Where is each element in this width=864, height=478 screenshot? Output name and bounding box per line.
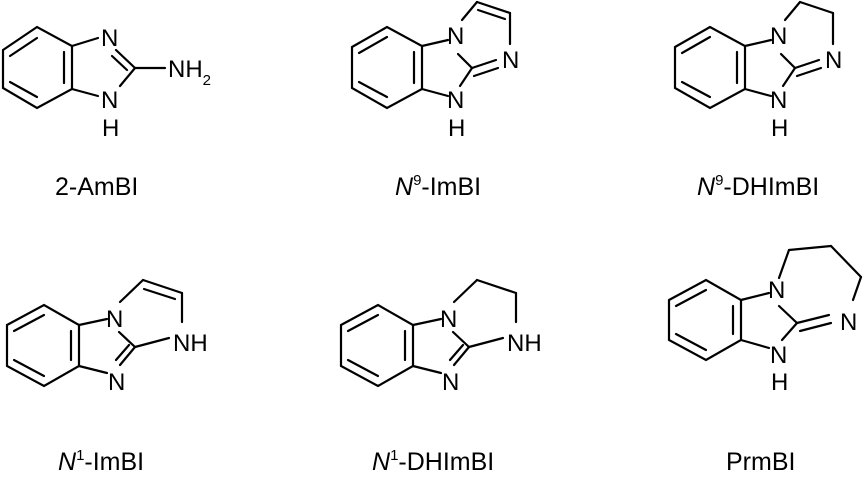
atom-n: N [440, 306, 457, 333]
atom-n: N [770, 87, 787, 114]
atom-n: N [770, 23, 787, 50]
compound-label-2-ambi: 2-AmBI [55, 173, 138, 201]
atom-nh: NH [507, 330, 542, 357]
atom-n: N [768, 277, 785, 304]
compound-label-n9-dhimbi: N9-DHImBI [697, 172, 819, 201]
atom-n: N [447, 87, 464, 114]
compound-label-n9-imbi: N9-ImBI [395, 172, 481, 201]
atom-h: H [448, 115, 465, 142]
atom-nh2: NH2 [168, 56, 211, 89]
structure-prmbi: N N N H [667, 244, 863, 396]
atom-n: N [825, 47, 842, 74]
atom-n: N [106, 306, 123, 333]
atom-n: N [108, 369, 125, 396]
atom-nh: NH [173, 330, 208, 357]
compound-label-prmbi: PrmBI [726, 448, 795, 476]
atom-n: N [840, 309, 857, 336]
atom-n: N [101, 87, 118, 114]
atom-n: N [447, 23, 464, 50]
compound-label-n1-imbi: N1-ImBI [58, 447, 144, 476]
structure-n9-imbi: N N N H [350, 0, 519, 142]
atom-h: H [771, 115, 788, 142]
atom-h: H [102, 115, 119, 142]
structure-n1-dhimbi: N NH N [339, 278, 542, 396]
atom-h: H [771, 369, 788, 396]
structure-n9-dhimbi: N N N H [673, 0, 842, 142]
atom-n: N [502, 47, 519, 74]
structure-2-ambi: N N H NH2 2-AmBI [1, 25, 211, 201]
structure-n1-imbi: N NH N [5, 278, 208, 396]
atom-n: N [770, 342, 787, 369]
compound-label-n1-dhimbi: N1-DHImBI [372, 447, 494, 476]
atom-n: N [442, 369, 459, 396]
atom-n: N [101, 25, 118, 52]
